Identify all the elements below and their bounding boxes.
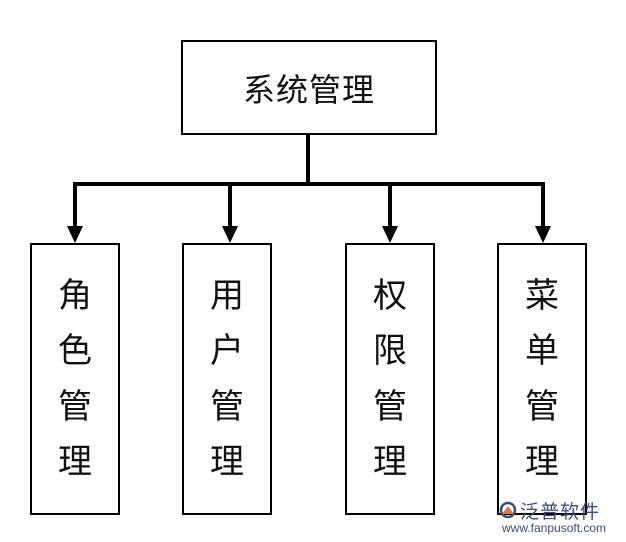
child-node-char: 管 — [373, 386, 407, 427]
child-node-char: 理 — [210, 442, 244, 483]
child-node-role-management: 角 色 管 理 — [30, 243, 120, 515]
child-node-char: 理 — [525, 442, 559, 483]
child-node-char: 理 — [373, 442, 407, 483]
arrowhead-1 — [67, 226, 83, 243]
fanpu-logo-icon — [499, 501, 517, 519]
child-node-char: 单 — [525, 331, 559, 372]
arrowhead-2 — [222, 226, 238, 243]
child-node-char: 色 — [58, 331, 92, 372]
child-node-char: 菜 — [525, 275, 559, 316]
root-node-label: 系统管理 — [242, 70, 375, 109]
child-node-char: 户 — [210, 331, 244, 372]
child-node-char: 权 — [373, 275, 407, 316]
arrowhead-4 — [535, 226, 551, 243]
watermark: 泛普软件 www.fanpusoft.com — [498, 496, 622, 536]
child-node-char: 理 — [58, 442, 92, 483]
child-node-menu-management: 菜 单 管 理 — [497, 243, 587, 515]
child-node-permission-management: 权 限 管 理 — [345, 243, 435, 515]
arrowhead-3 — [382, 226, 398, 243]
watermark-name: 泛普软件 — [520, 501, 601, 523]
watermark-url: www.fanpusoft.com — [502, 521, 607, 535]
child-node-char: 角 — [58, 275, 92, 316]
child-node-char: 管 — [525, 386, 559, 427]
root-node-system-management: 系统管理 — [181, 40, 437, 135]
child-node-char: 限 — [373, 331, 407, 372]
child-node-user-management: 用 户 管 理 — [182, 243, 272, 515]
child-node-char: 用 — [210, 275, 244, 316]
child-node-char: 管 — [58, 386, 92, 427]
child-node-char: 管 — [210, 386, 244, 427]
